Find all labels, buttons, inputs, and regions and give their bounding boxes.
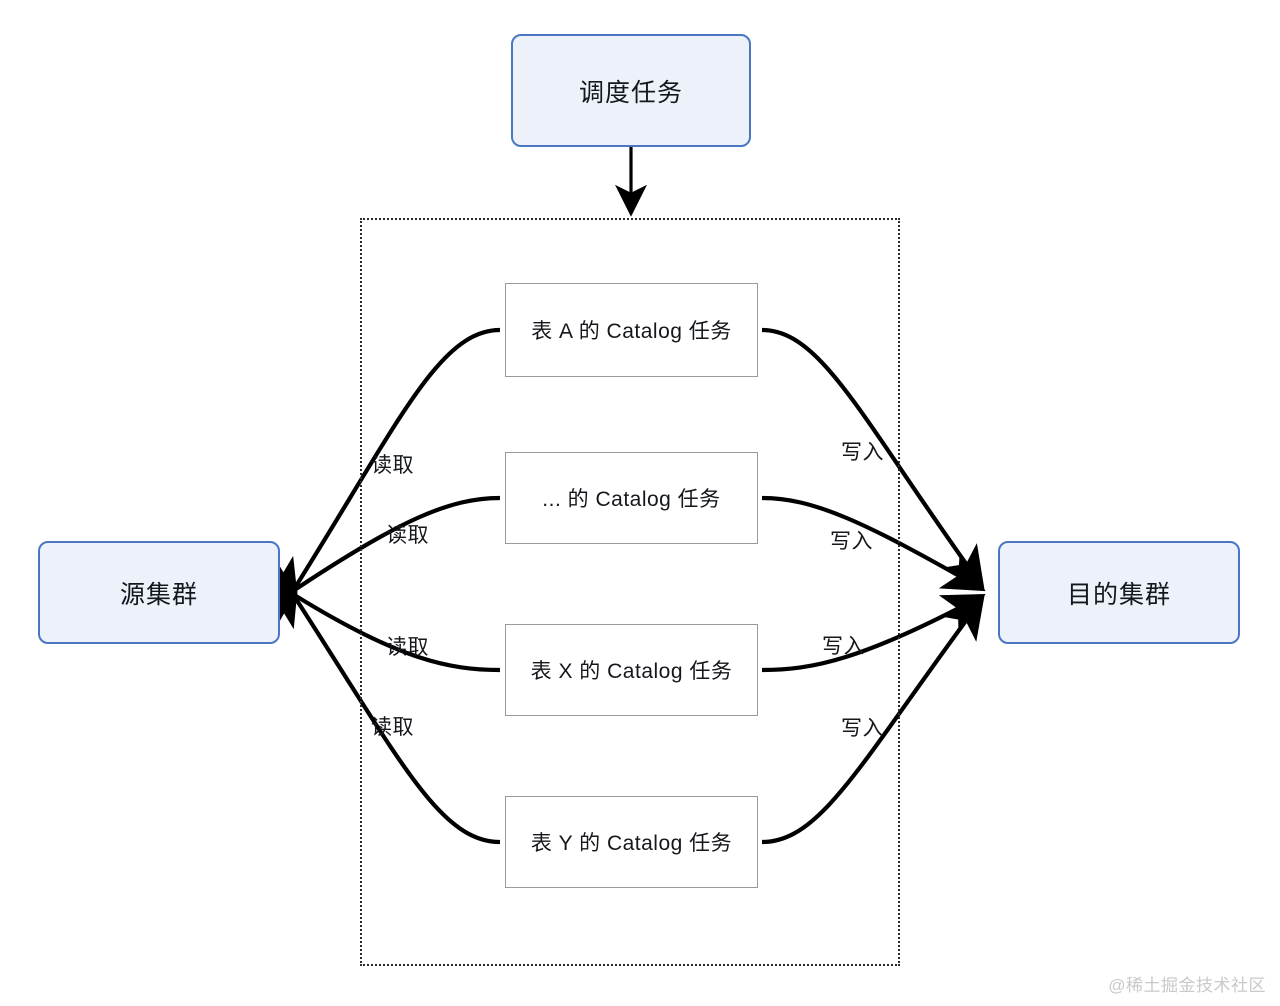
edge-write-4 <box>761 595 985 845</box>
catalog-task-group <box>360 218 900 966</box>
edge-label-write-1: 写入 <box>841 441 884 464</box>
edge-label-read-1: 读取 <box>371 454 414 477</box>
edge-write-2 <box>761 495 986 592</box>
edge-label-write-3: 写入 <box>822 635 865 658</box>
node-catalog-task-a-label: 表 A 的 Catalog 任务 <box>531 320 732 343</box>
node-catalog-task-x[interactable]: 表 X 的 Catalog 任务 <box>505 624 758 716</box>
edge-label-read-2: 读取 <box>386 524 429 547</box>
node-scheduler-label: 调度任务 <box>578 78 683 107</box>
node-source-cluster[interactable]: 源集群 <box>38 541 280 644</box>
edge-read-4 <box>257 555 501 845</box>
node-target-cluster[interactable]: 目的集群 <box>998 541 1240 644</box>
node-catalog-task-ellipsis-label: ... 的 Catalog 任务 <box>542 488 721 511</box>
node-catalog-task-y[interactable]: 表 Y 的 Catalog 任务 <box>505 796 758 888</box>
node-scheduler[interactable]: 调度任务 <box>511 34 751 147</box>
node-catalog-task-x-label: 表 X 的 Catalog 任务 <box>530 660 733 683</box>
node-catalog-task-y-label: 表 Y 的 Catalog 任务 <box>530 832 733 855</box>
watermark: @稀土掘金技术社区 <box>1108 976 1266 995</box>
edge-write-3 <box>761 594 986 673</box>
edge-read-1 <box>258 327 501 630</box>
edge-label-write-2: 写入 <box>830 530 873 553</box>
edge-read-2 <box>252 495 501 628</box>
edge-label-read-4: 读取 <box>371 716 414 739</box>
node-target-cluster-label: 目的集群 <box>1066 580 1171 609</box>
edge-read-3 <box>252 558 501 673</box>
edge-label-read-3: 读取 <box>386 636 429 659</box>
edge-write-1 <box>761 327 985 590</box>
node-source-cluster-label: 源集群 <box>119 580 198 609</box>
node-catalog-task-a[interactable]: 表 A 的 Catalog 任务 <box>505 283 758 377</box>
edge-label-write-4: 写入 <box>841 717 884 740</box>
node-catalog-task-ellipsis[interactable]: ... 的 Catalog 任务 <box>505 452 758 544</box>
